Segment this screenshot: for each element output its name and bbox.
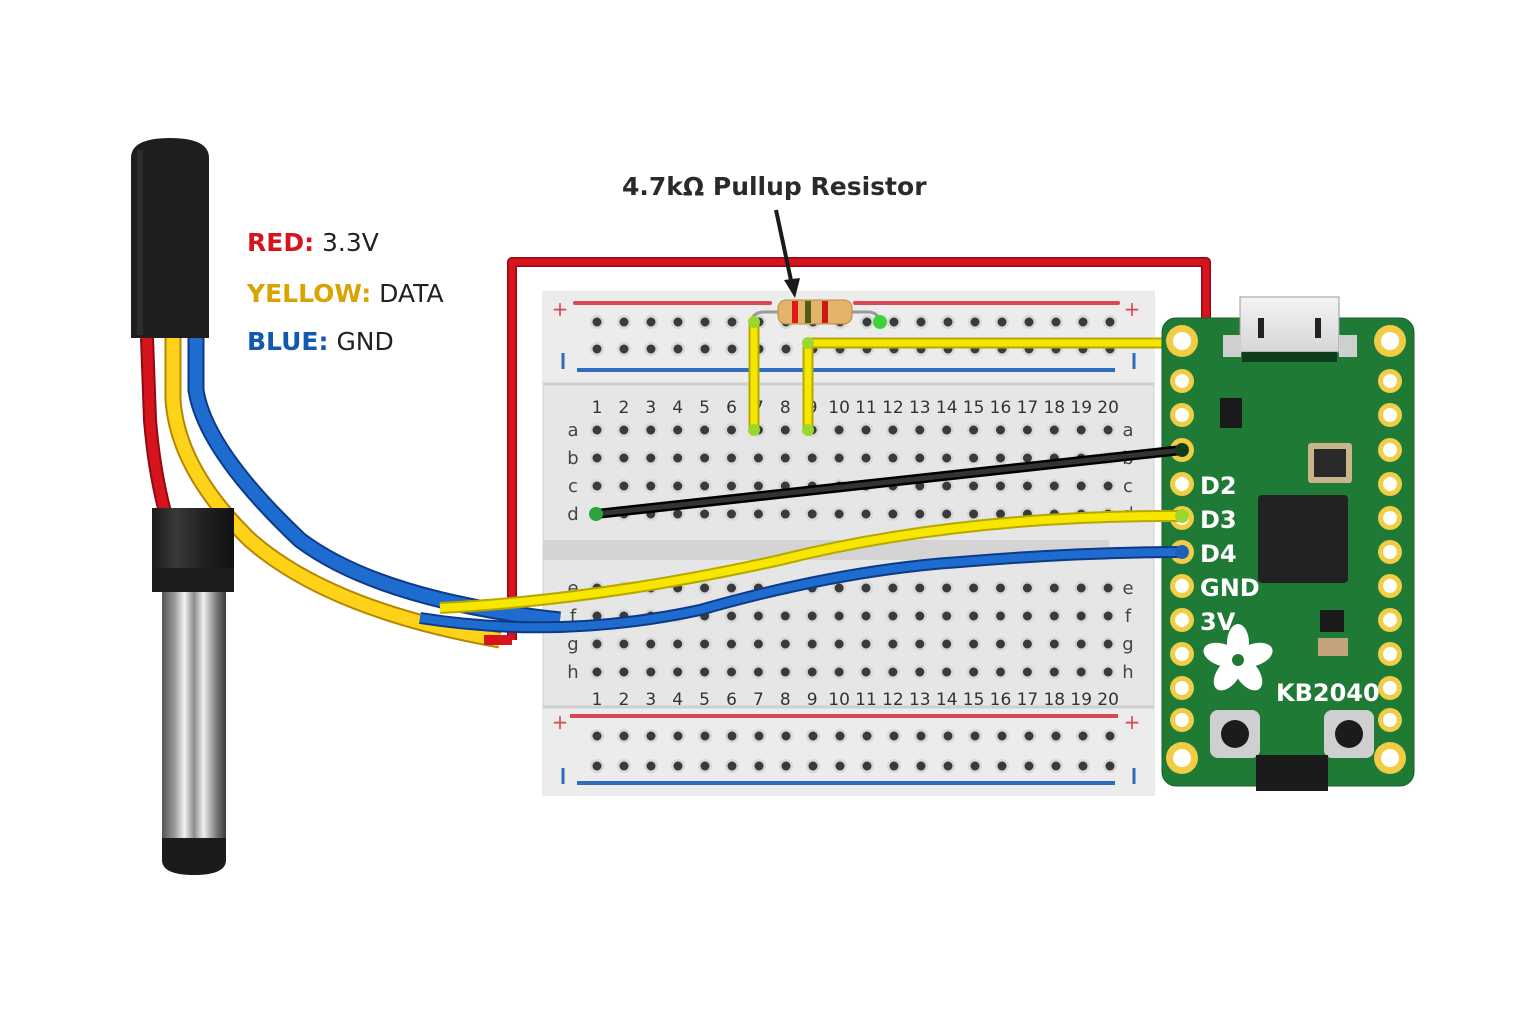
resistor-annotation: 4.7kΩ Pullup Resistor — [622, 172, 927, 201]
kb2040-board — [1161, 296, 1415, 791]
column-label: 18 — [1043, 690, 1065, 710]
column-label: 13 — [909, 398, 931, 418]
rail-plus-label: + — [552, 297, 569, 321]
legend-yellow: YELLOW: DATA — [247, 279, 444, 308]
legend-red-key: RED: — [247, 228, 315, 257]
rail-minus-label — [1132, 768, 1136, 784]
board-name: KB2040 — [1276, 679, 1380, 707]
row-label: h — [1122, 662, 1133, 683]
row-label: f — [570, 606, 577, 627]
column-label: 13 — [909, 690, 931, 710]
column-label: 4 — [672, 398, 683, 418]
legend-yellow-key: YELLOW: — [247, 279, 372, 308]
column-label: 6 — [726, 690, 737, 710]
black-jumper-wire — [589, 443, 1189, 521]
rail-plus-label: + — [1124, 297, 1141, 321]
rail-minus-label — [561, 353, 565, 369]
column-label: 16 — [990, 690, 1012, 710]
column-label: 12 — [882, 398, 904, 418]
column-label: 19 — [1070, 690, 1092, 710]
row-label: g — [567, 634, 578, 655]
column-label: 15 — [963, 690, 985, 710]
pin-label-gnd: GND — [1200, 574, 1260, 602]
rp2040-chip — [1258, 495, 1348, 583]
legend-blue-key: BLUE: — [247, 327, 329, 356]
row-label: b — [567, 448, 578, 469]
probe-head — [131, 138, 209, 338]
row-label: c — [1123, 476, 1133, 497]
boot-button[interactable] — [1210, 710, 1260, 758]
row-label: e — [567, 578, 578, 599]
column-label: 4 — [672, 690, 683, 710]
rail-minus-label — [1132, 353, 1136, 369]
row-label: a — [1122, 420, 1133, 441]
column-label: 3 — [645, 690, 656, 710]
column-label: 19 — [1070, 398, 1092, 418]
column-label: 6 — [726, 398, 737, 418]
pin-label-d3: D3 — [1200, 506, 1237, 534]
yellow-data-wire — [439, 509, 1189, 614]
column-label: 3 — [645, 398, 656, 418]
legend-yellow-value: DATA — [379, 279, 444, 308]
bottom-power-rail — [543, 707, 1154, 795]
column-label: 5 — [699, 690, 710, 710]
column-label: 8 — [780, 690, 791, 710]
column-label: 20 — [1097, 690, 1119, 710]
usb-connector — [1239, 296, 1340, 353]
yellow-jumper-rail — [748, 316, 1180, 436]
legend-red: RED: 3.3V — [247, 228, 379, 257]
column-label: 16 — [990, 398, 1012, 418]
column-label: 9 — [807, 690, 818, 710]
column-label: 1 — [592, 690, 603, 710]
column-label: 5 — [699, 398, 710, 418]
column-label: 20 — [1097, 398, 1119, 418]
row-label: f — [1125, 606, 1132, 627]
legend-blue-value: GND — [336, 327, 394, 356]
row-label: h — [567, 662, 578, 683]
row-label: g — [1122, 634, 1133, 655]
rail-minus-label — [561, 768, 565, 784]
pin-pads — [1166, 325, 1406, 774]
column-label: 11 — [855, 690, 877, 710]
column-label: 12 — [882, 690, 904, 710]
legend-blue: BLUE: GND — [247, 327, 394, 356]
column-label: 18 — [1043, 398, 1065, 418]
column-label: 8 — [780, 398, 791, 418]
reset-button[interactable] — [1324, 710, 1374, 758]
column-label: 10 — [828, 398, 850, 418]
row-label: d — [567, 504, 578, 525]
column-label: 14 — [936, 690, 958, 710]
flower-petal — [1203, 642, 1241, 667]
rail-plus-label: + — [552, 710, 569, 734]
pin-labels: D2 D3 D4 GND 3V KB2040 — [1200, 472, 1380, 707]
annotation-arrow — [774, 209, 800, 298]
column-label: 2 — [618, 690, 629, 710]
column-label: 11 — [855, 398, 877, 418]
adafruit-flower-logo — [1203, 624, 1273, 691]
column-label: 2 — [618, 398, 629, 418]
column-label: 10 — [828, 690, 850, 710]
row-label: a — [567, 420, 578, 441]
pin-label-d4: D4 — [1200, 540, 1237, 568]
column-label: 1 — [592, 398, 603, 418]
column-label: 15 — [963, 398, 985, 418]
legend-red-value: 3.3V — [322, 228, 379, 257]
column-label: 17 — [1017, 398, 1039, 418]
probe-tip — [162, 838, 226, 875]
row-label: e — [1122, 578, 1133, 599]
probe-grommet — [152, 508, 234, 568]
pin-label-3v: 3V — [1200, 608, 1236, 636]
pin-label-d2: D2 — [1200, 472, 1237, 500]
rail-plus-label: + — [1124, 710, 1141, 734]
row-label: c — [568, 476, 578, 497]
blue-gnd-wire — [419, 545, 1189, 634]
probe-steel-tube — [162, 592, 226, 838]
temperature-probe — [131, 138, 561, 875]
column-label: 14 — [936, 398, 958, 418]
column-label: 17 — [1017, 690, 1039, 710]
stemma-connector — [1256, 755, 1328, 791]
column-label: 7 — [753, 690, 764, 710]
